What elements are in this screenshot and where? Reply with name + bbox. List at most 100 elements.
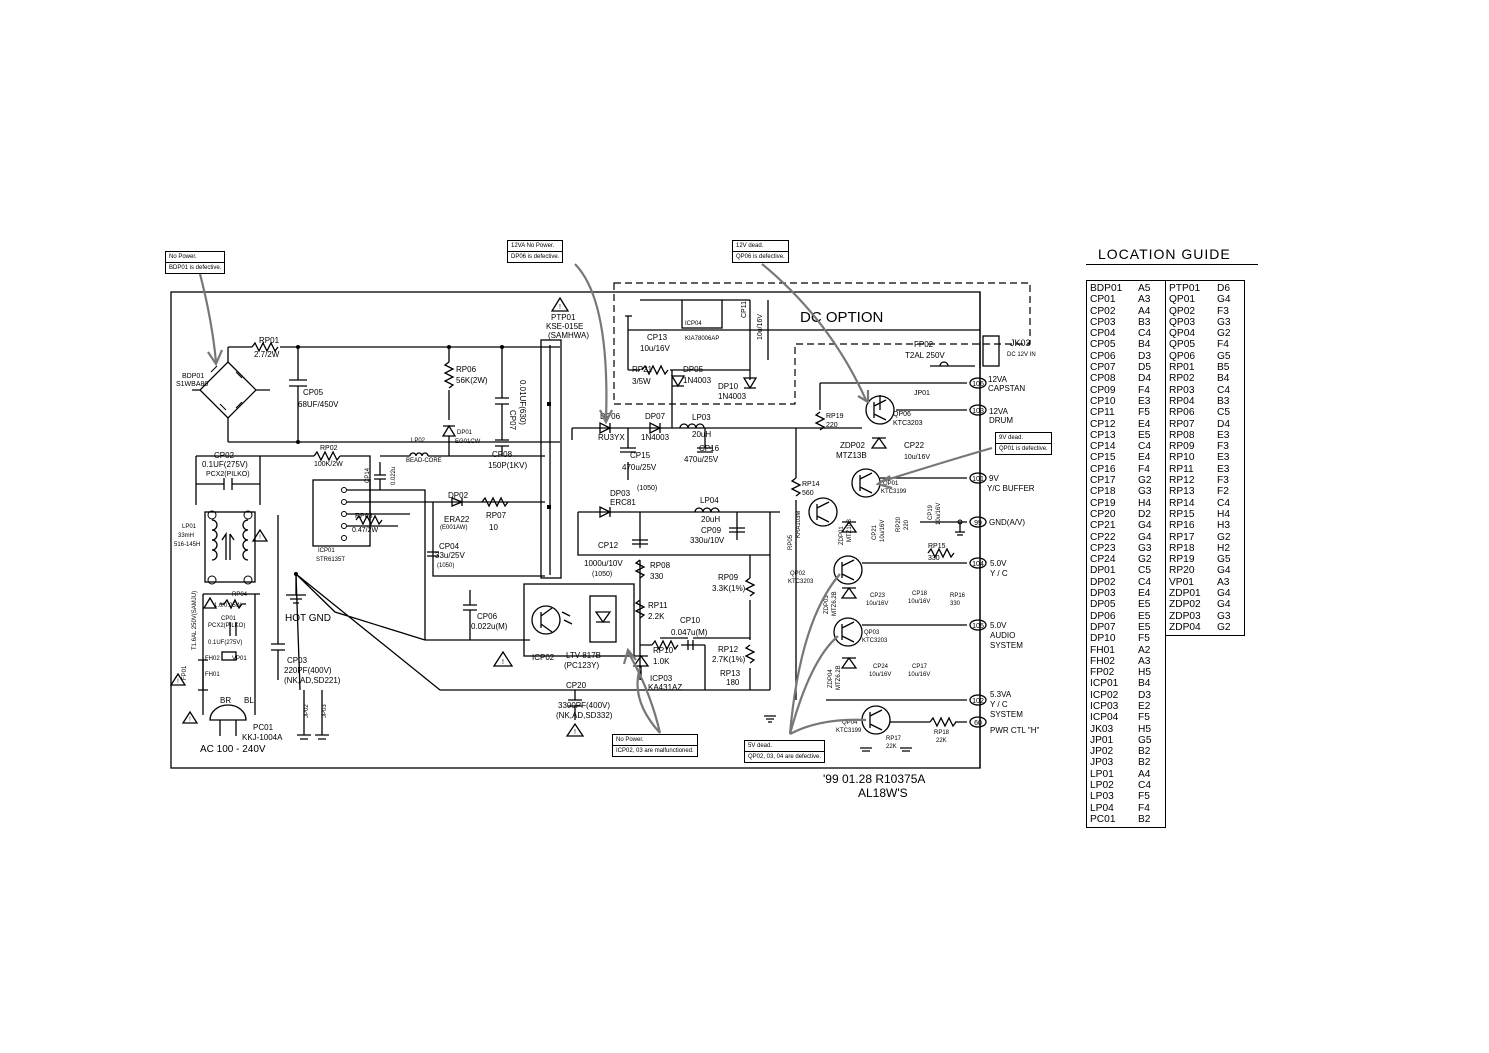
- ref-designator: RP04: [1169, 395, 1195, 407]
- component-label: (NK,AD,SD332): [556, 711, 613, 720]
- component-label: KTC3203: [862, 638, 888, 644]
- component-label: KSE-015E: [546, 322, 583, 331]
- ref-designator: QP06: [1169, 350, 1196, 362]
- component-label: 9V: [989, 474, 999, 483]
- output-regulators: QP06 KTC3203 JP01 RP19 220 ZDP02 MTZ13B …: [770, 292, 981, 768]
- ref-designator: RP08: [1169, 429, 1195, 441]
- grid-location: B4: [1138, 678, 1151, 690]
- grid-location: G3: [1138, 486, 1152, 498]
- component-label: 0.022u(M): [471, 622, 508, 631]
- grid-location: H4: [1138, 497, 1152, 509]
- ref-designator: CP24: [1090, 554, 1116, 566]
- component-label: JP01: [914, 390, 930, 397]
- component-label: !: [189, 717, 191, 723]
- dp05-diode: [670, 375, 686, 388]
- dc-option-label: DC OPTION: [800, 309, 883, 326]
- grid-location: G3: [1138, 542, 1152, 554]
- grid-location: F4: [1138, 384, 1150, 396]
- component-label: 12VA: [989, 407, 1009, 416]
- component-label: 60: [974, 720, 982, 727]
- grid-location: A3: [1138, 294, 1151, 306]
- ref-designator: CP22: [1090, 531, 1116, 543]
- hot-gnd-label: HOT GND: [285, 613, 331, 624]
- component-label: RP19: [826, 413, 844, 420]
- ref-designator: LP04: [1090, 802, 1114, 814]
- component-label: RP18: [934, 730, 950, 736]
- grid-location: B4: [1217, 373, 1230, 385]
- component-label: RP09: [718, 573, 739, 582]
- component-label: DC 12V IN: [1007, 352, 1036, 358]
- component-label: LP01: [182, 524, 197, 530]
- component-label: DP03: [610, 489, 631, 498]
- component-label: 1N4003: [718, 392, 747, 401]
- ref-designator: QP02: [1169, 305, 1196, 317]
- footer-date: '99 01.28 R10375A: [823, 772, 925, 786]
- component-label: AUDIO: [990, 631, 1015, 640]
- grid-location: F5: [1138, 791, 1150, 803]
- component-label: T1.6AL 250V(SAMJU): [192, 591, 198, 650]
- dp01-diode: [441, 424, 457, 437]
- grid-location: D6: [1217, 283, 1231, 294]
- component-label: 68UF/450V: [298, 400, 339, 409]
- component-label: 20uH: [701, 515, 720, 524]
- component-label: 10u/16V: [866, 601, 888, 607]
- component-label: !: [559, 304, 561, 311]
- component-label: JP03: [322, 704, 328, 718]
- component-label: 22K: [936, 738, 947, 744]
- rp19-resistor: [814, 411, 826, 431]
- ref-designator: PC01: [1090, 813, 1116, 825]
- ref-designator: ZDP01: [1169, 588, 1201, 600]
- zdp04-zener: [840, 656, 858, 669]
- ref-designator: CP19: [1090, 497, 1116, 509]
- component-label: CP03: [287, 656, 308, 665]
- component-label: 1N4003: [641, 433, 670, 442]
- component-label: KRA103M: [796, 511, 802, 538]
- ref-designator: CP18: [1090, 486, 1116, 498]
- grid-location: G5: [1217, 554, 1231, 566]
- grid-location: B3: [1138, 316, 1151, 328]
- grid-location: F5: [1138, 407, 1150, 419]
- component-label: 0.47/2W: [352, 527, 378, 534]
- component-label: 5.0V: [990, 559, 1007, 568]
- grid-location: H5: [1138, 723, 1152, 735]
- grid-location: E5: [1138, 621, 1151, 633]
- component-label: CP23: [870, 593, 886, 599]
- component-label: 0.047u(M): [671, 628, 708, 637]
- component-label: DP10: [718, 382, 739, 391]
- zdp02-zener: [870, 436, 888, 449]
- component-label: CP02: [214, 451, 235, 460]
- component-label: QP03: [864, 630, 880, 636]
- dp06-diode: [599, 421, 612, 435]
- component-label: 330: [928, 555, 940, 562]
- component-label: 1N4003: [683, 376, 712, 385]
- grid-location: G2: [1138, 554, 1152, 566]
- component-label: 100K/2W: [314, 461, 343, 468]
- component-label: 33mH: [178, 533, 194, 539]
- grid-location: C4: [1138, 328, 1152, 340]
- component-label: JK03: [1010, 338, 1031, 348]
- component-label: DP02: [448, 491, 469, 500]
- component-label: ERC81: [610, 498, 636, 507]
- grid-location: E3: [1217, 429, 1230, 441]
- component-label: EG01CW: [455, 439, 481, 445]
- grid-location: G5: [1217, 350, 1231, 362]
- grid-location: G2: [1217, 531, 1231, 543]
- note-icp02-03: No Power. ICP02, 03 are malfunctioned.: [612, 734, 698, 757]
- component-label: !: [574, 729, 576, 736]
- component-label: CP09: [701, 526, 722, 535]
- component-label: 10u/16V: [908, 599, 930, 605]
- component-label: 0.022u: [391, 467, 397, 485]
- grid-location: E2: [1138, 700, 1151, 712]
